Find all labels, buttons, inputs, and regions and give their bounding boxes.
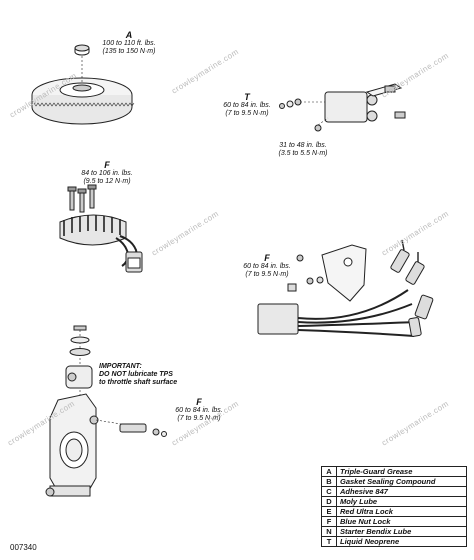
legend-key: D [321,496,337,507]
legend-label: Red Ultra Lock [336,506,467,517]
torque-inlb: 60 to 84 in. lbs. [175,407,223,414]
important-heading: IMPORTANT: [99,363,142,370]
legend-key: C [321,486,337,497]
starter-solenoid [279,83,406,132]
important-line-3: to throttle shaft surface [99,379,178,386]
callout-letter: F [264,253,270,263]
torque-inlb: 31 to 48 in. lbs. [279,142,327,149]
callout-letter: F [104,160,110,170]
callout-letter: F [196,397,202,407]
harness-torque-callout: F 60 to 84 in. lbs. (7 to 9.5 N·m) [232,253,302,279]
solenoid-nut-torque-callout: 31 to 48 in. lbs. (3.5 to 5.5 N·m) [268,142,338,158]
legend-key: E [321,506,337,517]
legend-key: A [321,466,337,477]
legend-label: Adhesive 847 [336,486,467,497]
figure-number: 007340 [10,543,37,552]
torque-inlb: 60 to 84 in. lbs. [223,102,271,109]
legend-label: Starter Bendix Lube [336,526,467,537]
torque-inlb: 84 to 106 in. lbs. [81,170,133,177]
torque-nm: (7 to 9.5 N·m) [177,415,221,422]
throttle-body [45,325,167,497]
torque-nm: (3.5 to 5.5 N·m) [278,150,328,157]
torque-ftlb: 100 to 110 ft. lbs. [102,40,156,47]
legend-label: Liquid Neoprene [336,536,467,547]
torque-nm: (9.5 to 12 N·m) [83,178,131,185]
stator-torque-callout: F 84 to 106 in. lbs. (9.5 to 12 N·m) [72,160,142,186]
legend-key: B [321,476,337,487]
flywheel-nut [74,44,90,56]
legend-label: Triple-Guard Grease [336,466,467,477]
callout-letter: T [244,92,250,102]
legend-key: N [321,526,337,537]
important-line-2: DO NOT lubricate TPS [99,371,173,378]
torque-nm: (7 to 9.5 N·m) [245,271,289,278]
stator-bolts [67,184,97,213]
flywheel [31,56,135,125]
wiring-harness [257,239,434,337]
torque-nm: (135 to 150 N·m) [102,48,156,55]
legend-key: F [321,516,337,527]
important-note: IMPORTANT: DO NOT lubricate TPS to throt… [99,363,209,387]
flywheel-torque-callout: A 100 to 110 ft. lbs. (135 to 150 N·m) [94,30,164,56]
legend-label: Moly Lube [336,496,467,507]
legend-key: T [321,536,337,547]
stator [59,214,143,273]
solenoid-torque-callout: T 60 to 84 in. lbs. (7 to 9.5 N·m) [212,92,282,118]
torque-inlb: 60 to 84 in. lbs. [243,263,291,270]
throttle-torque-callout: F 60 to 84 in. lbs. (7 to 9.5 N·m) [164,397,234,423]
legend-label: Gasket Sealing Compound [336,476,467,487]
callout-letter: A [125,30,133,40]
legend-label: Blue Nut Lock [336,516,467,527]
torque-nm: (7 to 9.5 N·m) [225,110,269,117]
